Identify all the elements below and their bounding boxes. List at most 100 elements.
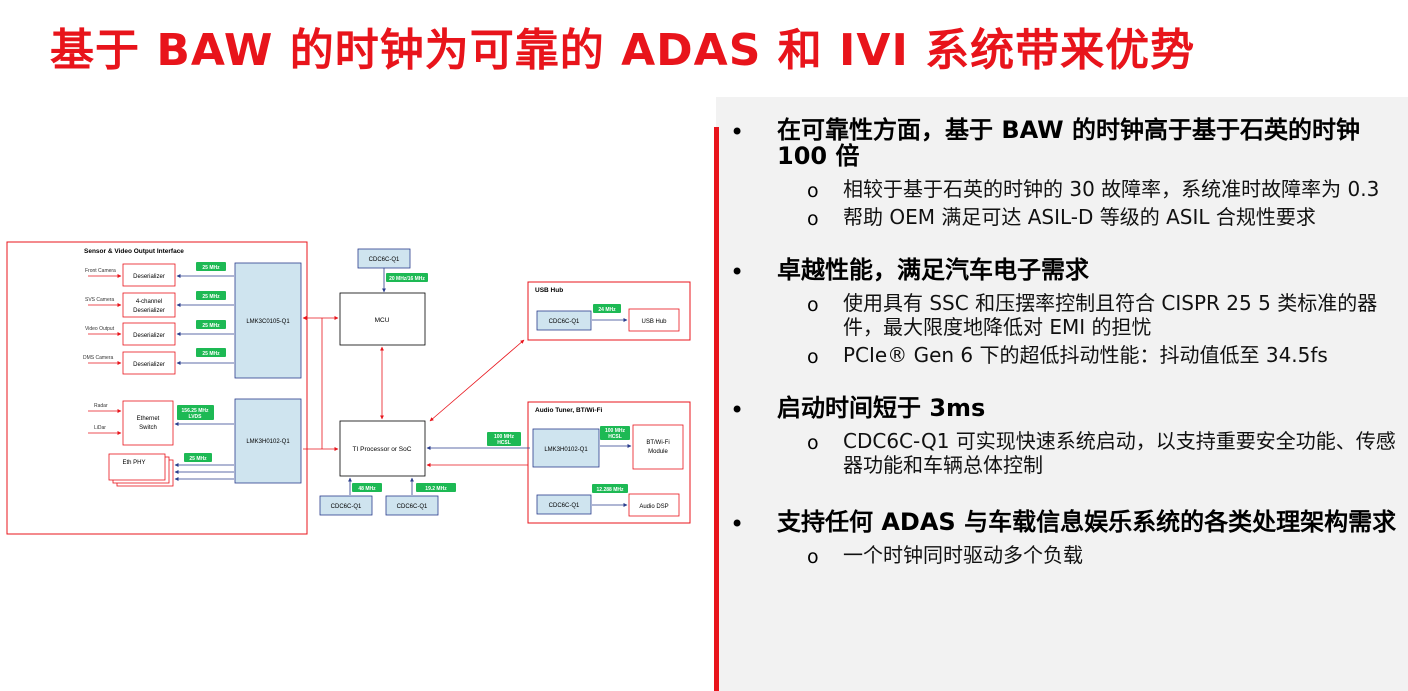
freq-badge [196,348,226,357]
bullet-marker: • [730,258,745,286]
freq-label: 25 MHz [202,351,220,357]
cdc6c-bottom-block [319,495,373,516]
freq-badge [196,262,226,271]
sub-bullet: o 相较于基于石英的时钟的 30 故障率，系统准时故障率为 0.3 [777,177,1399,202]
bullet-startup-time: • 启动时间短于 3ms o CDC6C-Q1 可实现快速系统启动，以支持重要安… [727,395,1399,477]
freq-label: 12.288 MHz [597,487,624,493]
input-radar: Radar [94,403,108,409]
freq-badge [592,484,628,493]
sub-bullet-text: 帮助 OEM 满足可达 ASIL-D 等级的 ASIL 合规性要求 [843,205,1316,229]
sub-marker: o [807,346,819,368]
sub-bullet: o 一个时钟同时驱动多个负载 [777,543,1399,568]
accent-rule [714,127,719,691]
ethernet-switch-block [122,400,174,446]
sub-bullet: o 使用具有 SSC 和压摆率控制且符合 CISPR 25 5 类标准的器件，最… [777,291,1399,339]
clock-block-diagram: Sensor & Video Output Interface USB Hub … [6,241,691,535]
mcu-label: MCU [375,317,390,324]
sub-bullet-text: PCIe® Gen 6 下的超低抖动性能：抖动值低至 34.5fs [843,343,1328,367]
usb-hub-group-label: USB Hub [535,287,563,294]
sub-marker: o [807,180,819,202]
mcu-block [339,292,426,346]
freq-label: 100 MHz [605,428,626,434]
bullet-text: 卓越性能，满足汽车电子需求 [777,256,1089,284]
usb-hub-label: USB Hub [641,319,667,325]
freq-badge [416,483,456,492]
freq-badge [196,320,226,329]
sensor-interface-label: Sensor & Video Output Interface [84,248,184,255]
soc-block [339,420,426,477]
sub-bullet: o PCIe® Gen 6 下的超低抖动性能：抖动值低至 34.5fs [777,343,1399,368]
input-svs-camera: SVS Camera [85,297,114,303]
page-title: 基于 BAW 的时钟为可靠的 ADAS 和 IVI 系统带来优势 [50,25,1196,76]
lmk3c0105-label: LMK3C0105-Q1 [246,319,290,325]
input-dms-camera: DMS Camera [83,355,114,361]
sub-marker: o [807,294,819,316]
freq-label: HCSL [608,434,622,440]
sub-marker: o [807,208,819,230]
input-front-camera: Front Camera [85,268,116,274]
freq-label: 25 MHz [202,294,220,300]
deserializer-label: Deserializer [133,333,165,339]
freq-label: 48 MHz [358,486,376,492]
sub-marker: o [807,546,819,568]
sub-bullet-text: 使用具有 SSC 和压摆率控制且符合 CISPR 25 5 类标准的器件，最大限… [843,291,1378,339]
bullet-reliability: • 在可靠性方面，基于 BAW 的时钟高于基于石英的时钟 100 倍 o 相较于… [727,116,1399,230]
deserializer-4ch-label-1: 4-channel [136,299,162,305]
freq-label: 19.2 MHz [425,486,447,492]
lmk3h0102-audio-label: LMK3H0102-Q1 [544,447,588,453]
lmk3h0102-audio-block [532,428,600,468]
audio-dsp-block [628,493,680,517]
cdc6c-bottom-label: CDC6C-Q1 [331,504,362,510]
deserializer-4ch-block [122,292,176,318]
freq-badge [593,304,621,313]
deserializer-label: Deserializer [133,362,165,368]
deserializer-block [122,351,176,375]
freq-badge [196,291,226,300]
eth-phy-label: Eth PHY [122,460,145,466]
lmk3c0105-block [234,262,302,379]
sub-bullet-text: 一个时钟同时驱动多个负载 [843,543,1083,567]
input-lidar: LiDar [94,425,106,431]
bullet-text: 支持任何 ADAS 与车载信息娱乐系统的各类处理架构需求 [777,508,1397,536]
sub-bullet: o CDC6C-Q1 可实现快速系统启动，以支持重要安全功能、传感器功能和车辆总… [777,429,1399,477]
ethernet-switch-label-2: Switch [139,425,157,431]
cdc6c-top-label: CDC6C-Q1 [369,257,400,263]
bullet-text: 在可靠性方面，基于 BAW 的时钟高于基于石英的时钟 100 倍 [777,116,1360,170]
bullet-marker: • [730,118,745,146]
bullet-marker: • [730,396,745,424]
eth-phy-block [108,453,166,481]
soc-usb-link [429,339,525,422]
cdc6c-bottom-label: CDC6C-Q1 [397,504,428,510]
cdc6c-audio-block [536,494,592,515]
ethernet-switch-label-1: Ethernet [137,416,160,422]
deserializer-block [122,322,176,346]
freq-label: 100 MHz [494,434,515,440]
bt-wifi-label-1: BT/Wi-Fi [646,440,669,446]
freq-badge [386,273,428,282]
bullet-text: 启动时间短于 3ms [777,394,986,422]
sub-bullet-text: CDC6C-Q1 可实现快速系统启动，以支持重要安全功能、传感器功能和车辆总体控… [843,429,1396,477]
input-video-output: Video Output [85,326,115,332]
freq-badge [184,453,212,462]
freq-label: 25 MHz [202,323,220,329]
bullet-marker: • [730,510,745,538]
audio-tuner-frame [527,401,691,524]
usb-hub-block [628,308,680,332]
audio-tuner-group-label: Audio Tuner, BT/Wi-Fi [535,407,603,414]
cdc6c-usb-label: CDC6C-Q1 [549,319,580,325]
cdc6c-usb-block [536,310,592,331]
cdc6c-bottom-block [385,495,439,516]
lmk3h0102-label: LMK3H0102-Q1 [246,439,290,445]
freq-label: 25 MHz [189,456,207,462]
deserializer-block [122,263,176,287]
bullet-performance: • 卓越性能，满足汽车电子需求 o 使用具有 SSC 和压摆率控制且符合 CIS… [727,256,1399,368]
freq-label: 156.25 MHz [182,408,209,414]
sub-marker: o [807,432,819,454]
freq-label: 24 MHz [598,307,616,313]
sub-bullet: o 帮助 OEM 满足可达 ASIL-D 等级的 ASIL 合规性要求 [777,205,1399,230]
cdc6c-audio-label: CDC6C-Q1 [549,503,580,509]
lmk3h0102-block [234,398,302,484]
bullet-architecture: • 支持任何 ADAS 与车载信息娱乐系统的各类处理架构需求 o 一个时钟同时驱… [727,508,1399,568]
deserializer-label: Deserializer [133,274,165,280]
sub-bullet-text: 相较于基于石英的时钟的 30 故障率，系统准时故障率为 0.3 [843,177,1380,201]
